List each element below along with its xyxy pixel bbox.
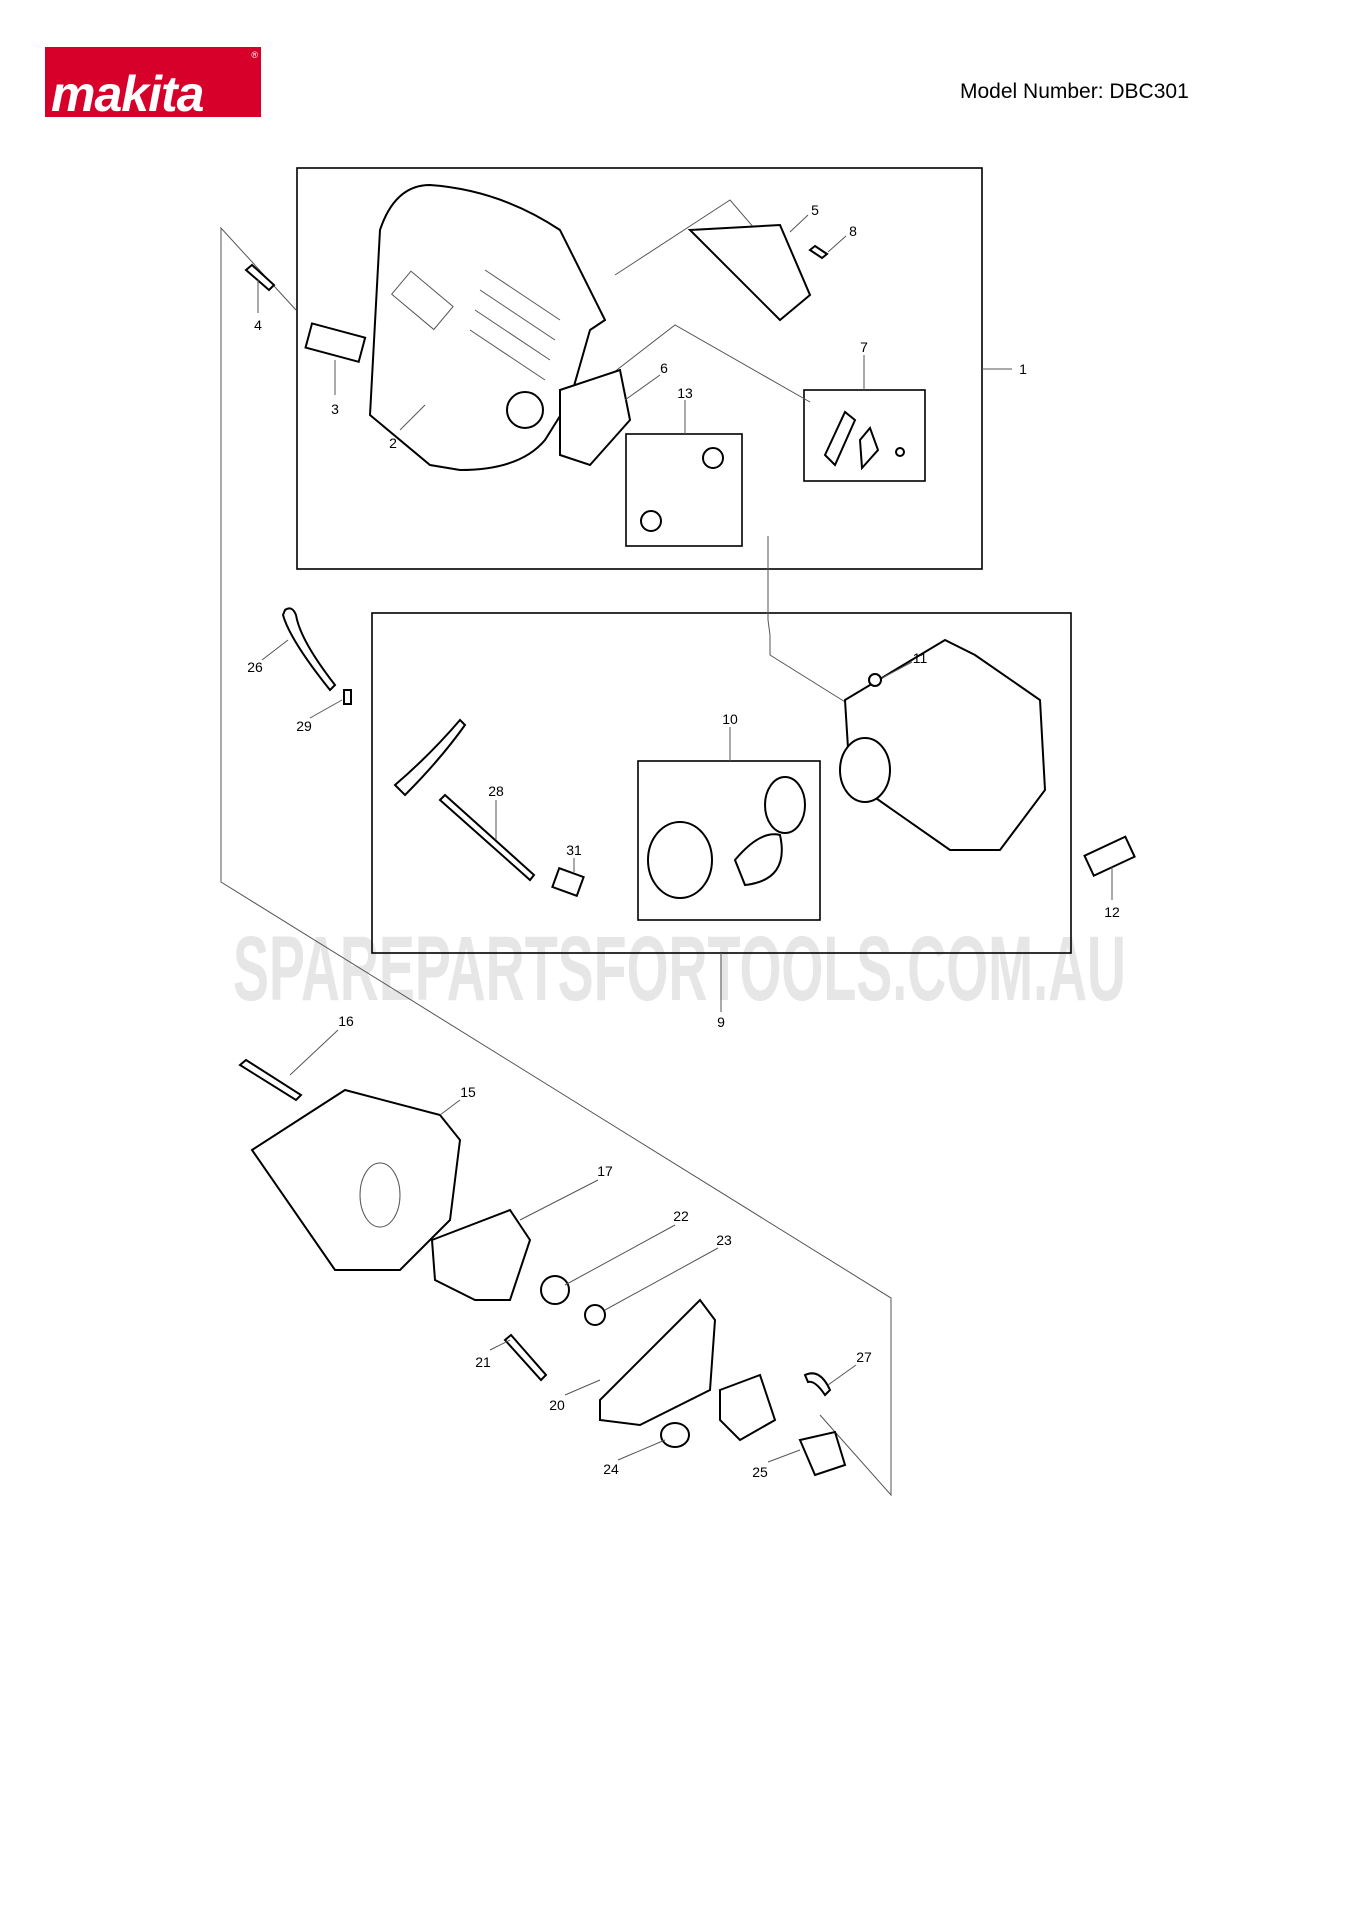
leader-lines — [257, 214, 1113, 1463]
callout-12: 12 — [1104, 904, 1120, 920]
callout-24: 24 — [603, 1461, 619, 1477]
air-filter-17 — [430, 1208, 532, 1301]
bolt-16 — [238, 1058, 303, 1102]
callout-1: 1 — [1019, 361, 1027, 377]
callout-25: 25 — [752, 1464, 768, 1480]
callout-11: 11 — [913, 650, 928, 666]
registered-mark: ® — [251, 50, 258, 60]
air-cleaner-cover-15 — [250, 1088, 462, 1271]
callout-28: 28 — [488, 783, 504, 799]
callout-16: 16 — [338, 1013, 354, 1029]
screw-8 — [808, 244, 829, 260]
fuel-tank — [839, 638, 1047, 851]
cover-plate-5 — [687, 223, 812, 322]
callout-7: 7 — [860, 339, 868, 355]
callout-9: 9 — [717, 1014, 725, 1030]
screw-11 — [868, 673, 882, 687]
callout-15: 15 — [460, 1084, 476, 1100]
makita-logo-wordmark: makita — [51, 66, 204, 117]
o-ring-10 — [764, 776, 806, 834]
watermark: SPAREPARTSFORTOOLS.COM.AU — [233, 918, 1126, 1020]
callout-4: 4 — [254, 317, 262, 333]
callout-29: 29 — [296, 718, 312, 734]
callout-20: 20 — [549, 1397, 565, 1413]
callout-27: 27 — [856, 1349, 872, 1365]
screw-7 — [895, 447, 905, 457]
callout-21: 21 — [475, 1354, 491, 1370]
model-number: Model Number: DBC301 — [960, 80, 1189, 103]
filter-31 — [551, 866, 585, 898]
callout-3: 3 — [331, 401, 339, 417]
callout-5: 5 — [811, 202, 819, 218]
callout-10: 10 — [722, 711, 738, 727]
bracket-7b — [858, 426, 880, 471]
fuel-cap — [647, 821, 713, 899]
bracket-7a — [823, 410, 857, 467]
callout-22: 22 — [673, 1208, 689, 1224]
label-plate — [304, 322, 367, 364]
callout-8: 8 — [849, 223, 857, 239]
callout-6: 6 — [660, 360, 668, 376]
damper-13b — [640, 510, 662, 532]
pipe-28 — [438, 793, 536, 882]
callout-26: 26 — [247, 659, 263, 675]
hose-27 — [803, 1372, 832, 1397]
assembly-box-10 — [637, 760, 821, 921]
assembly-box-13 — [625, 433, 743, 547]
gasket-25 — [798, 1430, 847, 1477]
cap-insert — [733, 833, 783, 887]
bolt-4 — [244, 263, 276, 292]
callout-17: 17 — [597, 1163, 613, 1179]
callout-13: 13 — [677, 385, 693, 401]
engine-cover — [368, 183, 607, 472]
makita-logo: makita ® — [45, 47, 261, 117]
plate-20 — [599, 1298, 717, 1427]
leader-box13-to-tank — [767, 536, 851, 706]
gasket-6 — [559, 368, 632, 467]
fuel-pipe-assembly — [393, 718, 467, 797]
choke-22 — [540, 1275, 570, 1305]
carburetor — [719, 1373, 777, 1442]
callout-2: 2 — [389, 435, 397, 451]
grommet-12 — [1083, 835, 1136, 878]
fitting-29 — [343, 689, 352, 705]
callout-23: 23 — [716, 1232, 732, 1248]
o-ring-23 — [584, 1304, 606, 1326]
bolt-21 — [503, 1333, 548, 1382]
hose-26 — [281, 607, 337, 692]
damper-13a — [702, 447, 724, 469]
outline-frame — [220, 226, 892, 1497]
knob-24 — [660, 1422, 690, 1448]
callout-31: 31 — [566, 842, 582, 858]
